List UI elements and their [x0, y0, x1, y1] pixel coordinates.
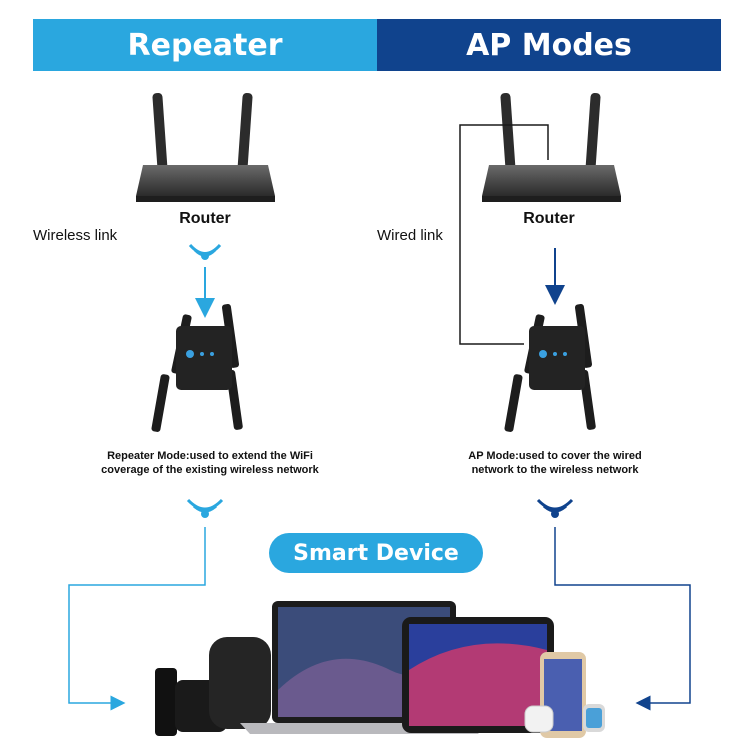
repeater-caption-line-2: coverage of the existing wireless networ…	[101, 464, 319, 476]
repeater-mode-caption: Repeater Mode:used to extend the WiFi co…	[60, 449, 360, 477]
left-wifi-icon-bottom	[186, 498, 224, 518]
left-router-icon	[136, 93, 275, 202]
wired-link-label: Wired link	[377, 227, 443, 244]
right-router-icon	[482, 93, 621, 202]
wireless-link-label: Wireless link	[33, 227, 118, 244]
left-wifi-icon	[188, 243, 222, 260]
left-repeater-device-icon	[151, 304, 243, 432]
right-router-label: Router	[523, 210, 575, 227]
repeater-header: Repeater	[33, 19, 377, 71]
ap-caption-line-2: network to the wireless network	[471, 464, 639, 476]
right-device-link	[554, 527, 691, 711]
left-router-label: Router	[179, 210, 231, 227]
repeater-caption-line-1: Repeater Mode:used to extend the WiFi	[107, 450, 313, 462]
wired-cable	[459, 124, 549, 345]
smart-device-pill: Smart Device	[269, 533, 483, 573]
ap-caption-line-1: AP Mode:used to cover the wired	[468, 450, 642, 462]
ap-modes-header: AP Modes	[377, 19, 721, 71]
right-wifi-icon-bottom	[536, 498, 574, 518]
right-ap-device-icon	[504, 304, 596, 432]
left-device-link	[68, 527, 206, 711]
smart-devices-illustration	[155, 601, 605, 738]
ap-mode-caption: AP Mode:used to cover the wired network …	[420, 449, 690, 477]
